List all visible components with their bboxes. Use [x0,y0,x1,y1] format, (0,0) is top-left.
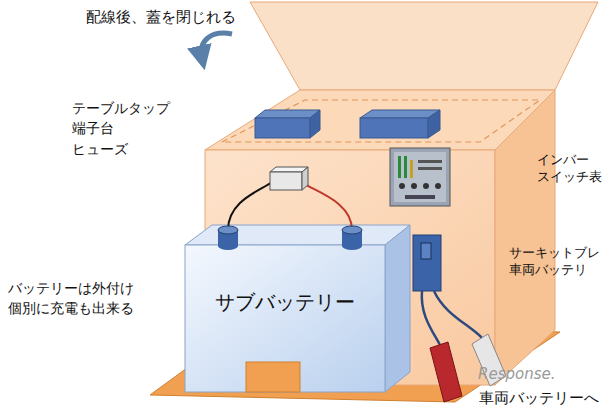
node-label: サブバッテリー [215,289,355,316]
breaker-note: サーキットブレ 車両バッテリ [509,245,603,279]
wire [228,182,272,230]
circuit-breaker [413,235,441,291]
lid-note: 配線後、蓋を閉じれる [86,8,286,27]
battery-note: バッテリーは外付け 個別に充電も出来る [8,278,148,319]
fuse-box [270,167,308,190]
lid [250,2,598,90]
destination-note: 車両バッテリーへ [479,389,603,408]
box-side [495,90,555,385]
box-top [205,90,555,150]
terminal [218,226,238,250]
red-clip [430,342,462,402]
watermark: Response. [478,365,598,384]
dashed-outline [222,100,540,142]
battery-box: サブバッテリー [185,262,385,342]
terminal [342,226,362,250]
inverter-panel [390,148,450,206]
sub-battery-body [185,225,410,392]
wire [302,182,352,230]
curved-arrow [201,33,232,58]
cable [434,291,482,338]
terminal-block [360,118,428,138]
table-tap [255,118,310,138]
parts-note: テーブルタップ 端子台 ヒューズ [72,98,172,159]
inverter-note: インバー スイッチ表 [537,152,603,186]
